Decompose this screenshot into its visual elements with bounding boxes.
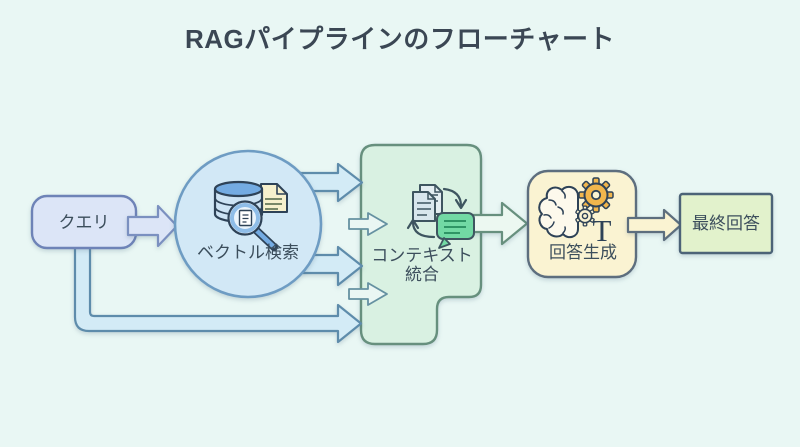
curved-arrow-left-icon <box>406 218 436 239</box>
query-to-context-bypass-arrow <box>73 243 363 344</box>
answer-generation-label: 回答生成 <box>549 243 617 262</box>
context-integration-label-line1: コンテキスト <box>371 246 473 265</box>
context-integration-label-line2: 統合 <box>405 265 439 284</box>
document-exchange-icon <box>406 184 475 249</box>
query-label: クエリ <box>59 213 110 232</box>
final-answer-label: 最終回答 <box>692 214 760 233</box>
database-search-icon <box>213 180 288 251</box>
context-integration-node <box>359 143 483 346</box>
speech-bubble-icon <box>436 212 475 249</box>
magnifier-icon <box>227 200 278 251</box>
final-answer-node <box>678 192 774 255</box>
vector-search-label: ベクトル検索 <box>197 243 299 262</box>
brain-icon <box>538 185 579 239</box>
diagram-title: RAGパイプラインのフローチャート <box>184 24 616 54</box>
context-notch-upper <box>348 212 388 236</box>
curved-arrow-right-icon <box>442 187 468 210</box>
letter-t-glyph: T <box>593 213 612 248</box>
query-to-search-arrow <box>126 204 179 248</box>
generation-to-final-arrow <box>626 208 683 242</box>
brain-gears-icon: T <box>538 177 614 248</box>
page-stack-icon <box>412 184 443 222</box>
context-notch-lower <box>348 282 388 306</box>
gear-icon-small <box>575 205 595 227</box>
search-to-context-arrow-lower <box>301 245 364 287</box>
